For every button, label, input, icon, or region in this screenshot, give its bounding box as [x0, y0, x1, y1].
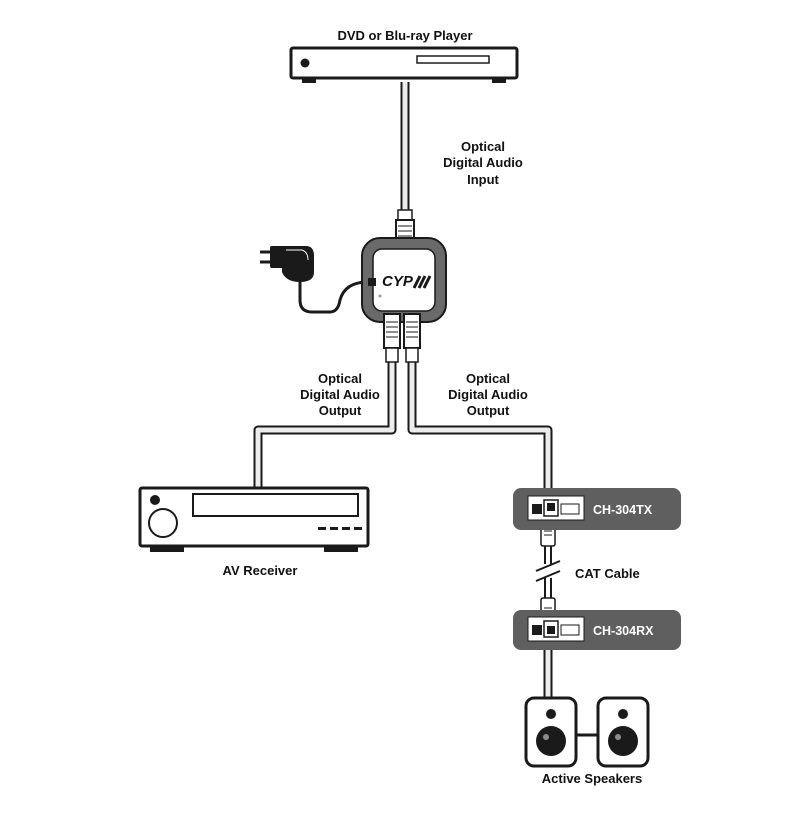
power-cord — [298, 270, 372, 314]
svg-text:Output: Output — [319, 403, 362, 418]
av-receiver-label: AV Receiver — [223, 563, 298, 578]
power-adapter — [260, 246, 314, 282]
speakers-label: Active Speakers — [542, 771, 642, 786]
output-label-right: Optical Digital Audio Output — [448, 371, 528, 418]
speaker-right — [596, 696, 650, 768]
receiver-buttons — [318, 527, 362, 530]
tx-extender: CH-304TX — [513, 488, 681, 530]
svg-text:Digital Audio: Digital Audio — [443, 155, 523, 170]
speaker-woofer-left — [536, 726, 566, 756]
dvd-power-icon — [300, 58, 310, 68]
av-receiver — [138, 486, 370, 552]
svg-text:Output: Output — [467, 403, 510, 418]
led-indicator — [378, 294, 382, 298]
dvd-player-label: DVD or Blu-ray Player — [337, 28, 472, 43]
svg-text:Optical: Optical — [461, 139, 505, 154]
receiver-power-icon — [150, 495, 160, 505]
rx-extender: CH-304RX — [513, 610, 681, 650]
cat-cable-label: CAT Cable — [575, 566, 640, 581]
cat-cable — [535, 525, 561, 619]
optical-output-cable-left — [253, 362, 397, 488]
output-label-left: Optical Digital Audio Output — [300, 371, 380, 418]
svg-text:Optical: Optical — [318, 371, 362, 386]
speaker-tweeter-right — [618, 709, 628, 719]
svg-text:Input: Input — [467, 172, 499, 187]
rx-label: CH-304RX — [593, 624, 654, 638]
svg-text:Digital Audio: Digital Audio — [448, 387, 528, 402]
speaker-woofer-right — [608, 726, 638, 756]
optical-splitter: CYP — [361, 209, 447, 363]
brand-logo-stripes — [412, 275, 432, 289]
optical-output-cable-right — [407, 362, 553, 488]
dvd-disc-tray — [416, 55, 490, 64]
svg-text:Digital Audio: Digital Audio — [300, 387, 380, 402]
speaker-tweeter-left — [546, 709, 556, 719]
dvd-player — [289, 46, 519, 83]
output-connector-right — [403, 313, 421, 363]
brand-logo: CYP — [382, 273, 414, 290]
svg-text:Optical: Optical — [466, 371, 510, 386]
input-label: Optical Digital Audio Input — [443, 139, 523, 187]
volume-knob — [148, 508, 178, 538]
receiver-display — [192, 493, 359, 517]
speaker-left — [524, 696, 578, 768]
tx-label: CH-304TX — [593, 503, 653, 517]
cables — [253, 82, 600, 737]
output-connector-left — [383, 313, 401, 363]
